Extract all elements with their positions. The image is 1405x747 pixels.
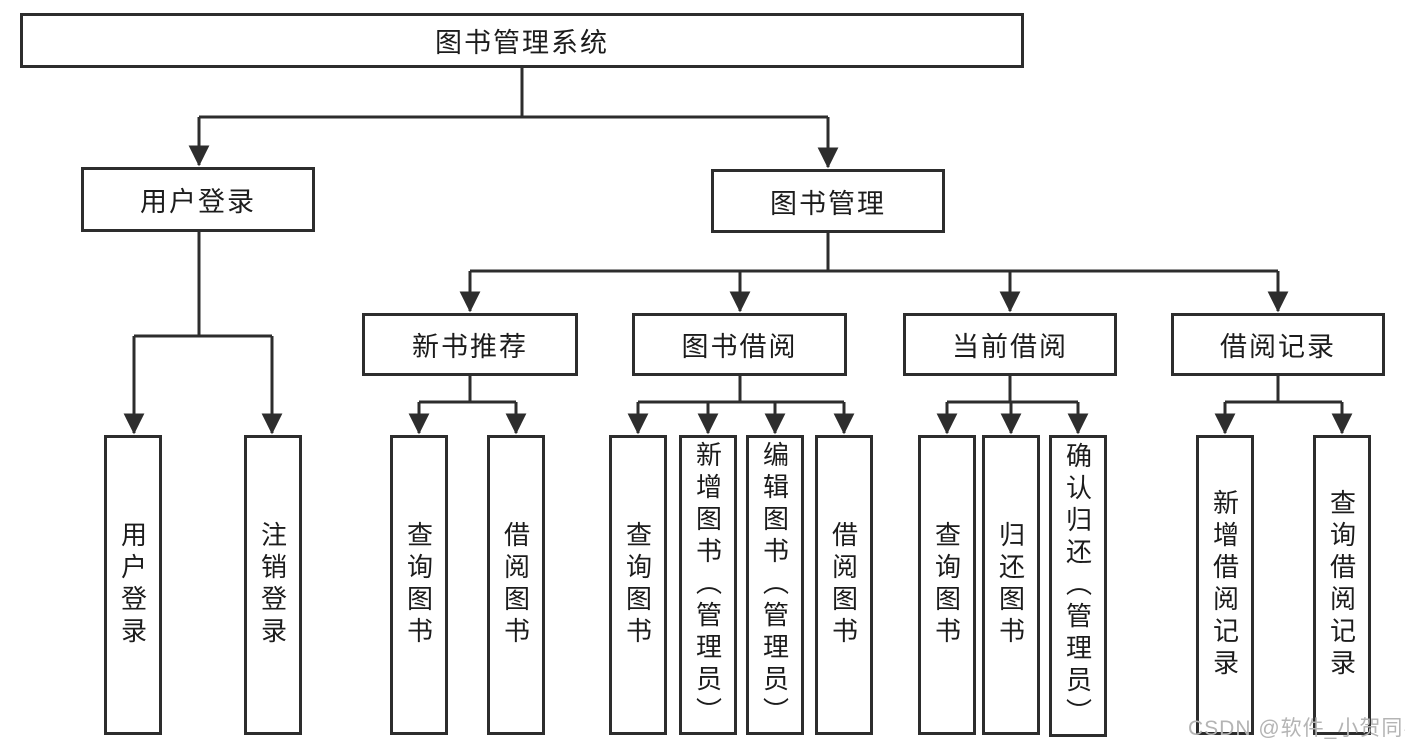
leaf-edit-book-admin: 编辑图书（管理员） <box>746 435 804 735</box>
leaf-recommend-query-book: 查询图书 <box>390 435 448 735</box>
node-user-login-branch: 用户登录 <box>81 167 315 232</box>
node-new-book-recommend: 新书推荐 <box>362 313 578 376</box>
leaf-current-query-book: 查询图书 <box>918 435 976 735</box>
leaf-user-login: 用户登录 <box>104 435 162 735</box>
node-borrow-records: 借阅记录 <box>1171 313 1385 376</box>
node-root-system: 图书管理系统 <box>20 13 1024 68</box>
leaf-borrow-query-book: 查询图书 <box>609 435 667 735</box>
node-book-management: 图书管理 <box>711 169 945 233</box>
csdn-watermark: CSDN @软件_小贺同学 <box>1188 717 1405 740</box>
leaf-return-book: 归还图书 <box>982 435 1040 735</box>
node-current-borrow: 当前借阅 <box>903 313 1117 376</box>
leaf-confirm-return-admin: 确认归还（管理员） <box>1049 435 1107 737</box>
node-book-borrow: 图书借阅 <box>632 313 847 376</box>
leaf-recommend-borrow-book: 借阅图书 <box>487 435 545 735</box>
leaf-borrow-book: 借阅图书 <box>815 435 873 735</box>
leaf-query-borrow-record: 查询借阅记录 <box>1313 435 1371 735</box>
leaf-add-borrow-record: 新增借阅记录 <box>1196 435 1254 735</box>
leaf-logout: 注销登录 <box>244 435 302 735</box>
leaf-add-book-admin: 新增图书（管理员） <box>679 435 737 735</box>
